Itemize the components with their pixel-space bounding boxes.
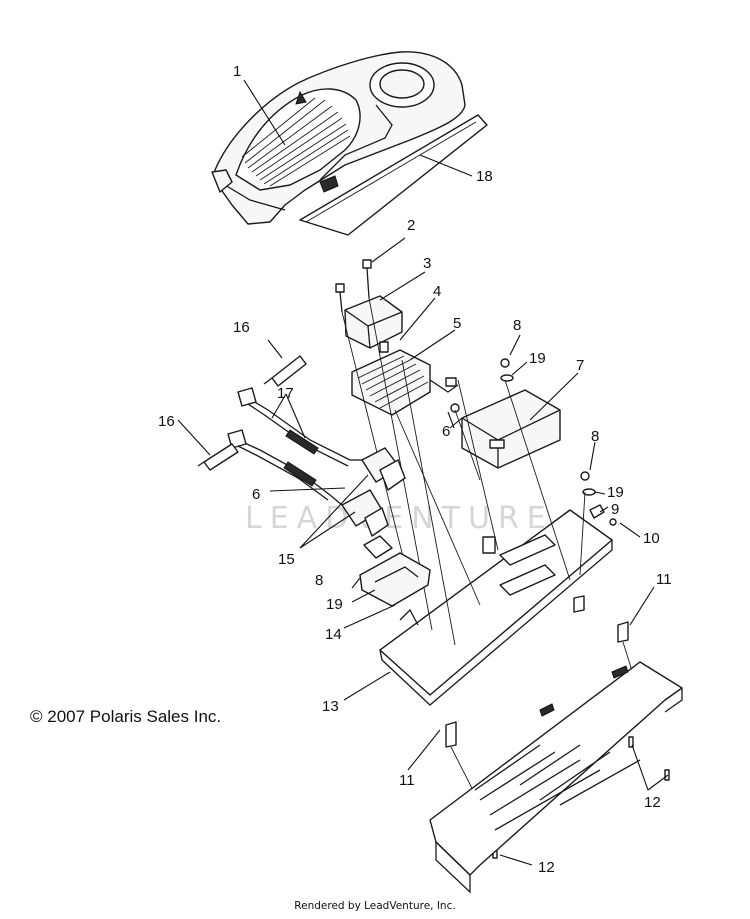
callout-19-c: 19 [326,596,343,613]
decal [299,114,488,236]
callout-6-b: 6 [252,486,260,503]
callout-3: 3 [423,255,431,272]
spark-plug-wires [227,387,351,501]
console-cover [211,51,466,225]
callout-12-b: 12 [538,859,555,876]
callout-1: 1 [233,63,241,80]
callout-14: 14 [325,626,342,643]
coil-bracket [359,535,431,607]
voltage-regulator [351,341,459,416]
callout-2: 2 [407,217,415,234]
callout-16-b: 16 [158,413,175,430]
assembly-lines [341,297,586,646]
screw [362,259,372,299]
spark-plugs [197,355,307,471]
callout-17: 17 [277,385,294,402]
callout-13: 13 [322,698,339,715]
callout-leaders [177,79,669,866]
callout-labels: 1 18 2 3 4 5 7 8 19 6 6 8 19 9 10 11 8 1… [158,63,672,876]
heat-shield [429,661,683,894]
callout-19-a: 19 [529,350,546,367]
callout-8-c: 8 [315,572,323,589]
callout-5: 5 [453,315,461,332]
callout-11-b: 11 [399,772,415,789]
callout-19-b: 19 [607,484,624,501]
hardware-nuts [450,358,617,526]
callout-12-a: 12 [644,794,661,811]
callout-15: 15 [278,551,295,568]
callout-18: 18 [476,168,493,185]
callout-16-a: 16 [233,319,250,336]
ignition-coils [329,447,406,537]
callout-8-b: 8 [591,428,599,445]
rendered-by-footer: Rendered by LeadVenture, Inc. [294,900,456,912]
mounting-plate [379,509,613,706]
callout-8-a: 8 [513,317,521,334]
watermark: LEADVENTURE [245,501,554,536]
callout-6-a: 6 [442,423,450,440]
callout-4: 4 [433,283,441,300]
callout-11-a: 11 [656,571,672,588]
standoffs [445,595,670,859]
copyright-notice: © 2007 Polaris Sales Inc. [30,707,222,726]
cdi-module [461,389,561,469]
callout-7: 7 [576,357,584,374]
callout-10: 10 [643,530,660,547]
callout-9: 9 [611,501,619,518]
